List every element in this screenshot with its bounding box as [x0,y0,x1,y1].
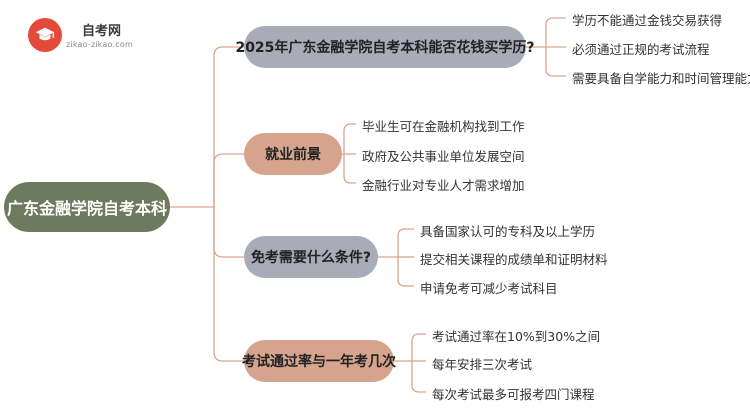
connector-branch-2 [213,153,244,207]
connector-leaf-3-3 [397,257,414,287]
branch-node-3: 免考需要什么条件? [244,236,378,278]
branch-node-1: 2025年广东金融学院自考本科能否花钱买学历? [235,26,535,68]
site-logo[interactable]: 自考网 zikao-zikao.com [28,18,138,52]
connector-leaf-2-1 [342,123,356,155]
connector-leaf-4-1 [394,333,426,362]
leaf-3-1: 具备国家认可的专科及以上学历 [420,224,596,239]
connector-leaf-1-3 [545,47,566,77]
root-node: 广东金融学院自考本科 [4,182,170,232]
leaf-4-2: 每年安排三次考试 [432,357,533,372]
connector-branch-1 [213,46,244,207]
leaf-2-1: 毕业生可在金融机构找到工作 [362,119,525,134]
logo-subtitle: zikao-zikao.com [66,40,133,49]
leaf-4-3: 每次考试最多可报考四门课程 [432,387,595,402]
branch-node-2: 就业前景 [244,133,342,175]
leaf-1-1: 学历不能通过金钱交易获得 [572,13,723,28]
connector-leaf-2-3 [343,154,356,184]
leaf-3-2: 提交相关课程的成绩单和证明材料 [420,252,608,267]
leaf-1-3: 需要具备自学能力和时间管理能力 [572,71,750,86]
connector-leaf-4-3 [411,361,426,393]
connector-branch-4 [213,207,244,362]
leaf-2-2: 政府及公共事业单位发展空间 [362,149,525,164]
leaf-3-3: 申请免考可减少考试科目 [420,281,558,296]
branch-node-4: 考试通过率与一年考几次 [242,340,396,382]
connector-leaf-3-1 [378,228,414,258]
leaf-1-2: 必须通过正规的考试流程 [572,42,710,57]
graduation-cap-icon [28,18,62,52]
logo-title: 自考网 [82,24,122,39]
leaf-2-3: 金融行业对专业人才需求增加 [362,178,525,193]
leaf-4-1: 考试通过率在10%到30%之间 [432,329,601,344]
connector-branch-3 [213,207,244,258]
connector-leaf-1-1 [526,17,566,48]
